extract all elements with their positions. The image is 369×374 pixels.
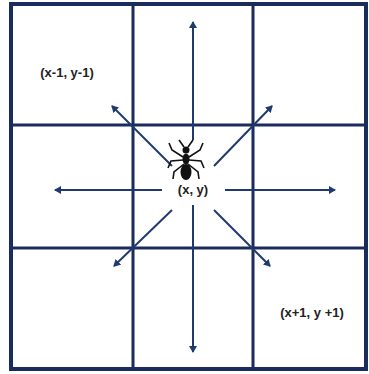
grid-lines xyxy=(11,4,366,369)
ant-icon xyxy=(168,140,204,180)
move-arrows xyxy=(55,22,335,352)
coordinate-label: (x, y) xyxy=(176,182,210,198)
coordinate-label: (x-1, y-1) xyxy=(38,65,95,81)
coordinate-label: (x+1, y +1) xyxy=(278,305,346,321)
grid-border xyxy=(11,4,366,369)
